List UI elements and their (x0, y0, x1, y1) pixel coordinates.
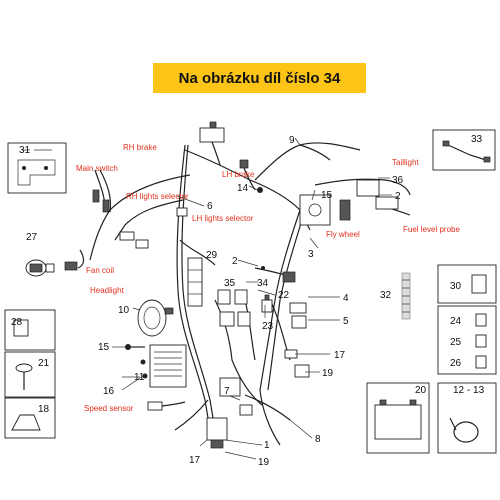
num-23: 23 (262, 321, 274, 332)
num-15-left: 15 (98, 342, 110, 353)
bottom-relay-1 (206, 417, 228, 449)
label-fuel-level-probe: Fuel level probe (403, 225, 460, 234)
wire-9 (254, 142, 361, 181)
leader-lines (22, 137, 392, 460)
num-32: 32 (380, 290, 392, 301)
lower-connectors-7-8 (219, 377, 291, 421)
num-22: 22 (278, 290, 290, 301)
fan-coil-connector (64, 249, 85, 271)
label-headlight: Headlight (90, 286, 125, 295)
label-fan-coil: Fan coil (86, 266, 114, 275)
num-14: 14 (237, 183, 249, 194)
part-28-box (4, 309, 56, 351)
num-2-top: 2 (395, 191, 401, 202)
num-20: 20 (415, 385, 427, 396)
part-10-horn (137, 299, 174, 337)
num-6: 6 (207, 201, 213, 212)
num-21: 21 (38, 358, 50, 369)
label-rh-lights-selector: RH lights selector (126, 192, 189, 201)
num-2-mid: 2 (232, 256, 238, 267)
part-34-sensor (254, 266, 296, 283)
fly-wheel-component (299, 194, 351, 226)
lh-lights-selector-connector (176, 207, 188, 217)
num-17-bottom: 17 (189, 455, 201, 466)
label-lh-brake: LH brake (222, 170, 255, 179)
part-11-regulator (149, 344, 187, 388)
num-7: 7 (224, 386, 230, 397)
num-34: 34 (257, 278, 269, 289)
num-19-bottom: 19 (258, 457, 270, 468)
num-17-mid: 17 (334, 350, 346, 361)
num-27: 27 (26, 232, 38, 243)
label-rh-brake: RH brake (123, 143, 157, 152)
part-30-box (437, 264, 497, 304)
parts-4-5-connectors (289, 302, 307, 329)
num-16: 16 (103, 386, 115, 397)
label-main-switch: Main switch (76, 164, 118, 173)
num-10: 10 (118, 305, 130, 316)
num-4: 4 (343, 293, 349, 304)
screws (125, 344, 148, 379)
part-32-tube (401, 272, 411, 320)
part-29-connector (187, 257, 203, 307)
label-taillight: Taillight (392, 158, 419, 167)
num-11: 11 (134, 372, 145, 383)
label-speed-sensor: Speed sensor (84, 404, 134, 413)
num-29: 29 (206, 250, 218, 261)
num-24: 24 (450, 316, 462, 327)
num-25: 25 (450, 337, 462, 348)
part-14-screw (257, 187, 263, 193)
part-21-box (4, 351, 56, 398)
part-20-battery-box (366, 382, 430, 454)
clips-17-19 (284, 349, 310, 378)
num-1: 1 (264, 440, 270, 451)
label-fly-wheel: Fly wheel (326, 230, 360, 239)
parts-24-26-box (437, 305, 497, 375)
part-18-box (4, 397, 56, 439)
num-9: 9 (289, 135, 295, 146)
part-2-connector (375, 196, 399, 210)
part-12-13-box (437, 382, 497, 454)
part-22-23 (261, 294, 273, 313)
num-31: 31 (19, 145, 31, 156)
title-banner: Na obrázku díl číslo 34 (153, 63, 366, 93)
banner-title: Na obrázku díl číslo 34 (178, 69, 341, 87)
part-33-wire-box (432, 129, 496, 171)
rh-lights-selector-connector (119, 231, 149, 249)
num-3: 3 (308, 249, 314, 260)
num-12-13: 12 - 13 (453, 385, 485, 396)
num-19-mid: 19 (322, 368, 334, 379)
num-15-top: 15 (321, 190, 333, 201)
part-36-unit (356, 179, 380, 197)
num-33: 33 (471, 134, 483, 145)
speed-sensor-part (147, 401, 186, 411)
num-5: 5 (343, 316, 349, 327)
num-8: 8 (315, 434, 321, 445)
num-30: 30 (450, 281, 462, 292)
part-27-ignition (25, 259, 55, 277)
part-35-relays (217, 289, 251, 327)
num-26: 26 (450, 358, 462, 369)
num-36: 36 (392, 175, 404, 186)
label-lh-lights-selector: LH lights selector (192, 214, 254, 223)
main-switch-wires (92, 169, 112, 213)
num-35: 35 (224, 278, 236, 289)
num-18: 18 (38, 404, 50, 415)
top-connector-block (199, 121, 225, 166)
part-31-bracket (7, 142, 67, 194)
num-28: 28 (11, 317, 23, 328)
